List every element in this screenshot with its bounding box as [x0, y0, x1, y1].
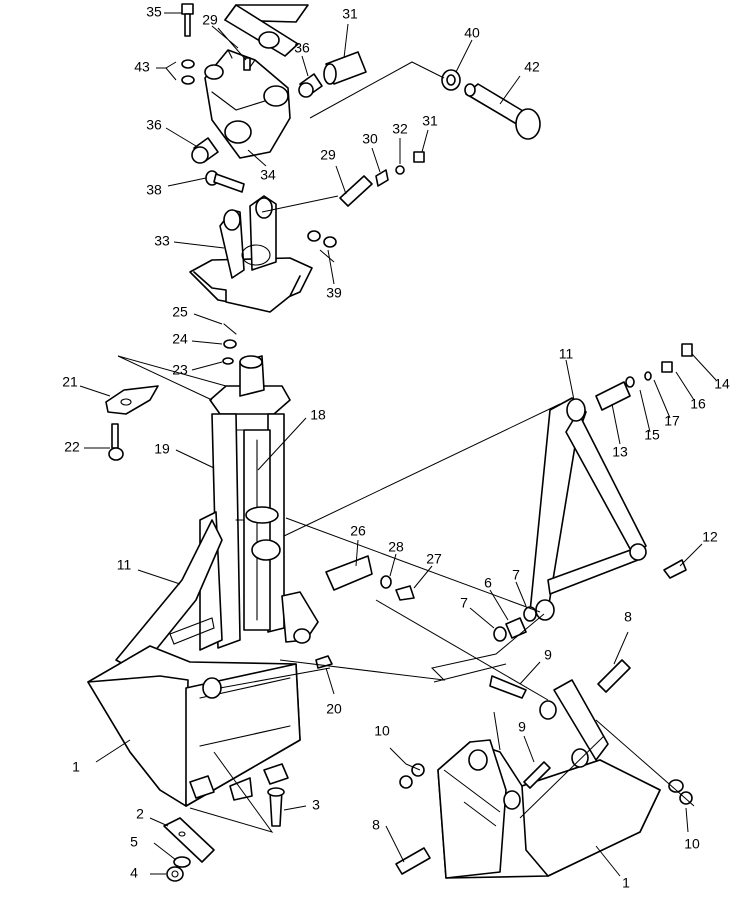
label-26: 26 — [350, 523, 366, 539]
label-20: 20 — [326, 701, 342, 717]
bucket-left-shape — [87, 645, 301, 807]
label-31: 31 — [422, 113, 438, 129]
top-plate-shape — [209, 355, 291, 415]
rotary-mount-33-shape — [189, 195, 313, 313]
guide-frame-19-shape — [211, 413, 285, 649]
bolt-22-shape — [108, 423, 124, 461]
cylinder-18-shape — [243, 429, 281, 631]
bracket-21-shape — [105, 385, 159, 415]
wear-plate-26-shape — [325, 555, 373, 591]
label-4: 4 — [130, 865, 138, 881]
bushings-6-7-shape — [493, 606, 537, 642]
nuts-43-shape — [181, 59, 195, 85]
label-18: 18 — [310, 407, 326, 423]
bushing-36-upper-shape — [298, 73, 323, 98]
pin-37-shape — [323, 51, 367, 85]
label-34: 34 — [260, 167, 276, 183]
nut-39-shape — [307, 230, 337, 248]
grease-fitting-35-shape — [243, 57, 251, 71]
label-32: 32 — [392, 121, 408, 137]
bolt-38-shape — [205, 170, 245, 193]
pin-13-and-hardware-shape — [595, 343, 693, 411]
label-37: 31 — [342, 6, 358, 22]
bolt-41-shape — [181, 3, 194, 37]
label-7-lower: 7 — [460, 595, 468, 611]
pin-42-shape — [464, 83, 541, 140]
label-2: 2 — [136, 806, 144, 822]
label-13: 13 — [612, 444, 628, 460]
pins-8-shape — [395, 659, 631, 875]
label-10-left: 10 — [374, 723, 390, 739]
label-41: 35 — [146, 4, 162, 20]
label-24: 24 — [172, 331, 188, 347]
pin-25-24-23-shape — [222, 323, 237, 365]
label-27: 27 — [426, 551, 442, 567]
label-22: 22 — [64, 439, 80, 455]
label-9-lower: 9 — [518, 719, 526, 735]
label-8-lower: 8 — [372, 817, 380, 833]
assembly-lines — [117, 61, 677, 833]
washer-40-shape — [441, 69, 461, 91]
label-9-upper: 9 — [544, 647, 552, 663]
nut-4-shape — [166, 866, 184, 882]
label-1-right: 1 — [622, 875, 630, 891]
link-11-right-shape — [529, 397, 647, 621]
label-36-lower: 36 — [146, 117, 162, 133]
label-15: 15 — [644, 427, 660, 443]
label-40: 40 — [464, 25, 480, 41]
bolt-3-shape — [267, 787, 285, 827]
label-28: 28 — [388, 539, 404, 555]
label-23: 23 — [172, 362, 188, 378]
label-29: 29 — [320, 147, 336, 163]
label-5: 5 — [130, 834, 138, 850]
label-25: 25 — [172, 304, 188, 320]
label-36-upper: 36 — [294, 40, 310, 56]
label-12: 12 — [702, 529, 718, 545]
label-16: 16 — [690, 396, 706, 412]
label-30: 30 — [362, 131, 378, 147]
label-11-left: 11 — [117, 557, 132, 573]
boom-end-shape — [224, 4, 309, 57]
label-1-left: 1 — [72, 759, 80, 775]
label-3: 3 — [312, 797, 320, 813]
label-21: 21 — [62, 374, 78, 390]
label-11-right: 11 — [559, 346, 574, 362]
label-10-right: 10 — [684, 836, 700, 852]
bolts-9-shape — [489, 675, 551, 789]
label-17: 17 — [664, 413, 680, 429]
bolt-12-shape — [663, 559, 687, 579]
tooth-2-shape — [163, 817, 215, 863]
washer-5-shape — [173, 856, 191, 868]
label-19: 19 — [154, 441, 170, 457]
label-42: 42 — [524, 59, 540, 75]
label-8-upper: 8 — [624, 609, 632, 625]
label-35: 29 — [202, 12, 218, 28]
callout-labels: 35 29 31 36 43 40 42 36 34 38 29 30 32 3… — [62, 4, 730, 891]
label-39: 39 — [326, 285, 342, 301]
bucket-right-shape — [437, 679, 661, 879]
label-43: 43 — [134, 59, 150, 75]
label-7-upper: 7 — [512, 567, 520, 583]
label-6: 6 — [484, 575, 492, 591]
label-38: 38 — [146, 182, 162, 198]
label-14: 14 — [714, 376, 730, 392]
callout-leaders — [79, 12, 717, 877]
swing-bracket-shape — [204, 49, 291, 159]
bolt-27-washer-28-shape — [380, 575, 415, 601]
bushing-36-lower-shape — [191, 137, 219, 164]
pin-29-and-hardware-shape — [339, 151, 425, 207]
label-33: 33 — [154, 233, 170, 249]
